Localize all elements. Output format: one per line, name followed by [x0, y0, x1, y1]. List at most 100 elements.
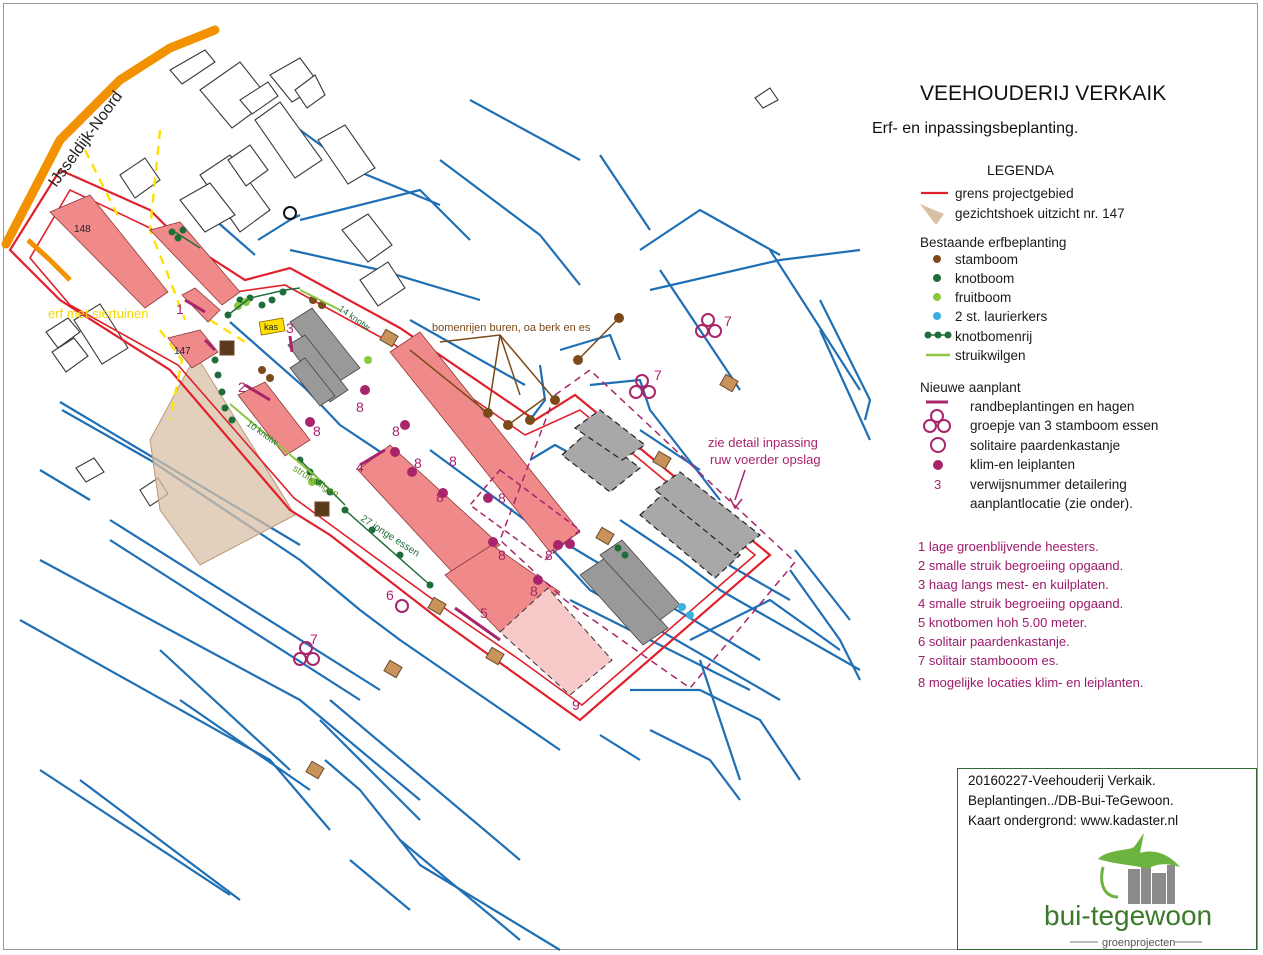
note-2: 2 smalle struik begroeiing opgaand. — [918, 558, 1123, 573]
legend-fruitboom-symbol — [933, 293, 941, 301]
logo-leaf-icon — [1100, 866, 1119, 899]
legend-klim: klim-en leiplanten — [970, 457, 1075, 472]
legend-hedges: randbeplantingen en hagen — [970, 399, 1134, 414]
label-struikwilgen: struikwilgen — [290, 463, 340, 500]
label-detail-1: zie detail inpassing — [708, 435, 818, 450]
ref-8j: 8 — [530, 583, 538, 599]
legend-verwijsnummer: verwijsnummer detailering — [970, 477, 1127, 492]
legend-kastanje: solitaire paardenkastanje — [970, 438, 1120, 453]
note-3: 3 haag langs mest- en kuilplaten. — [918, 577, 1109, 592]
ref-8c: 8 — [392, 423, 400, 439]
page-subtitle: Erf- en inpassingsbeplanting. — [872, 120, 1078, 137]
detail-arrow-head — [729, 497, 743, 510]
legend-aanplantlocatie: aanplantlocatie (zie onder). — [970, 496, 1133, 511]
ref-5: 5 — [480, 605, 488, 621]
info-line-3: Kaart ondergrond: www.kadaster.nl — [968, 813, 1179, 828]
legend-kastanje-symbol — [930, 437, 946, 453]
legend-klim-symbol — [933, 460, 943, 470]
label-bomenrijen: bomenrijen buren, oa berk en es — [432, 322, 591, 334]
knotbomenrij-lines — [174, 231, 431, 586]
label-kas: kas — [264, 322, 279, 332]
note-7: 7 solitair stambooom es. — [918, 653, 1059, 668]
planting-notes: 1 lage groenblijvende heesters. 2 smalle… — [918, 539, 1143, 690]
ref-6: 6 — [386, 587, 394, 603]
ref-3: 3 — [286, 320, 294, 336]
legend-laurierkers: 2 st. laurierkers — [955, 309, 1048, 324]
legend-ref-symbol: 3 — [934, 477, 941, 492]
ref-8i: 8 — [545, 547, 553, 563]
detail-area — [499, 369, 797, 690]
legend: LEGENDA grens projectgebied gezichtshoek… — [920, 162, 1158, 511]
info-box: 20160227-Veehouderij Verkaik. Beplanting… — [957, 768, 1257, 950]
ref-7c: 7 — [310, 631, 318, 647]
logo: bui-tegewoon groenprojecten — [1044, 833, 1212, 949]
legend-knotboom: knotboom — [955, 271, 1014, 286]
label-detail-2: ruw voerder opslag — [710, 452, 821, 467]
legend-knotboom-symbol — [933, 274, 941, 282]
detail-arrow — [734, 469, 746, 501]
logo-tagline: groenprojecten — [1102, 937, 1175, 949]
farm-buildings — [49, 194, 581, 633]
ref-8f: 8 — [436, 489, 444, 505]
ref-7b: 7 — [654, 367, 662, 383]
silos-planned — [561, 409, 761, 579]
legend-view-symbol — [920, 204, 944, 225]
legend-fruitboom: fruitboom — [955, 290, 1011, 305]
laurierkers-trees — [678, 603, 694, 619]
new-hedges — [184, 298, 501, 642]
page-title: VEEHOUDERIJ VERKAIK — [920, 82, 1166, 105]
label-148: 148 — [74, 224, 91, 235]
kas-greenhouse — [258, 317, 286, 336]
ref-8b: 8 — [356, 399, 364, 415]
ref-2: 2 — [238, 379, 246, 395]
reference-numbers: 1 2 3 4 5 6 7 7 7 8 8 8 8 8 8 8 8 8 8 9 — [176, 301, 732, 713]
yard-boundary-dashed — [83, 129, 251, 421]
logo-bird-icon — [1098, 833, 1180, 869]
label-erf-siertuinen: erf met siertuinen — [48, 306, 148, 321]
planned-building — [499, 587, 613, 696]
legend-boundary: grens projectgebied — [955, 186, 1074, 201]
struikwilgen-lines — [229, 289, 341, 481]
ref-1: 1 — [176, 301, 184, 317]
brown-lines — [409, 317, 620, 426]
info-line-2: Beplantingen../DB-Bui-TeGewoon. — [968, 793, 1174, 808]
legend-knotbomenrij: knotbomenrij — [955, 329, 1032, 344]
ref-8h: 8 — [498, 547, 506, 563]
ref-8g: 8 — [498, 490, 506, 506]
view-cone — [149, 354, 296, 566]
neighbour-buildings — [45, 49, 779, 507]
planned-outline — [468, 468, 582, 561]
legend-struikwilgen: struikwilgen — [955, 348, 1026, 363]
black-circle — [283, 206, 297, 220]
legend-es-group: groepje van 3 stamboom essen — [970, 418, 1158, 433]
info-line-1: 20160227-Veehouderij Verkaik. — [968, 773, 1156, 788]
ref-7a: 7 — [724, 313, 732, 329]
legend-new-heading: Nieuwe aanplant — [920, 380, 1021, 395]
ref-8d: 8 — [414, 455, 422, 471]
legend-laurierkers-symbol — [933, 312, 941, 320]
ref-9: 9 — [572, 697, 580, 713]
legend-view-angle: gezichtshoek uitzicht nr. 147 — [955, 206, 1125, 221]
stamboom-es-groups — [293, 313, 722, 666]
legend-stamboom: stamboom — [955, 252, 1018, 267]
note-4: 4 smalle struik begroeiing opgaand. — [918, 596, 1123, 611]
legend-heading: LEGENDA — [987, 162, 1055, 178]
logo-skyline-icon — [1128, 861, 1175, 904]
label-147: 147 — [174, 346, 191, 357]
road-ijsseldijk — [1, 25, 220, 249]
road-branch — [26, 238, 72, 282]
silos — [287, 307, 681, 646]
legend-knotbomenrij-symbol — [924, 331, 952, 339]
logo-brand: bui-tegewoon — [1044, 900, 1212, 931]
label-14-knotw: 14 knotw — [337, 303, 373, 332]
note-1: 1 lage groenblijvende heesters. — [918, 539, 1099, 554]
culverts — [219, 328, 739, 780]
note-6: 6 solitair paardenkastanje. — [918, 634, 1070, 649]
ref-8e: 8 — [449, 453, 457, 469]
page-frame — [3, 3, 1258, 950]
legend-existing-heading: Bestaande erfbeplanting — [920, 235, 1066, 250]
paardenkastanje — [395, 599, 409, 613]
ref-4: 4 — [356, 459, 364, 475]
